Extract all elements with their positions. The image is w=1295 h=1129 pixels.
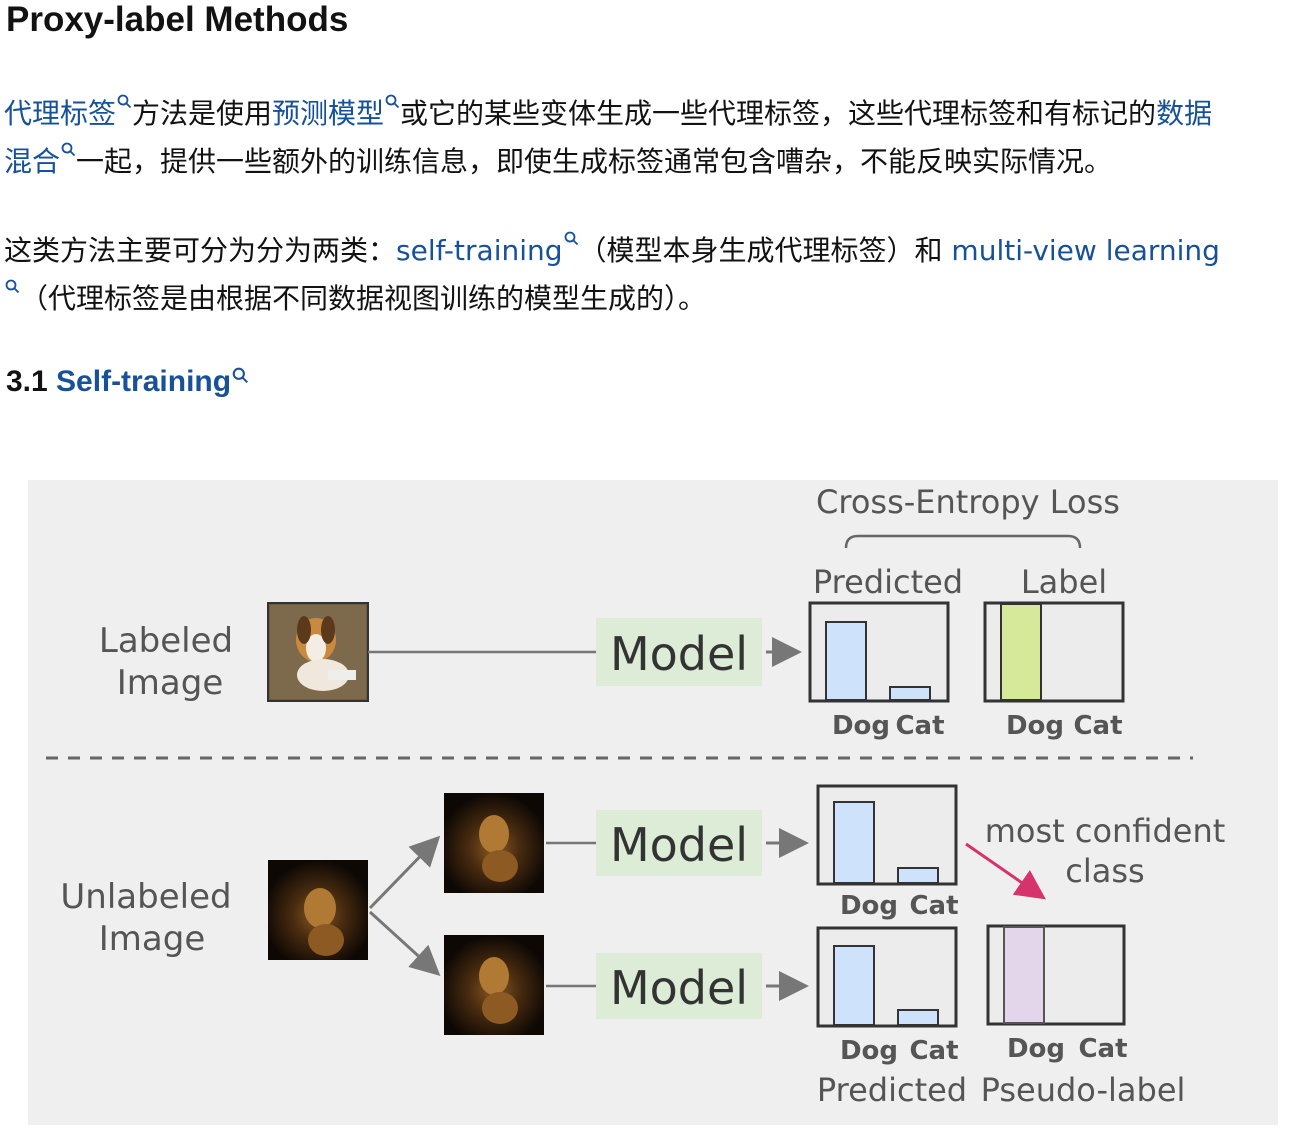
search-icon[interactable]	[564, 231, 579, 246]
label-label: Label	[1021, 563, 1107, 601]
paragraph-text: （代理标签是由根据不同数据视图训练的模型生成的）。	[20, 282, 707, 315]
unlabeled-dog-image	[268, 860, 368, 960]
page-title: Proxy-label Methods	[6, 0, 349, 39]
link-prediction-model[interactable]: 预测模型	[272, 97, 385, 130]
link-proxy-label[interactable]: 代理标签	[4, 97, 117, 130]
dog-label: Dog	[1006, 711, 1064, 741]
link-data-mix[interactable]: 数据混合	[4, 97, 1212, 178]
unlabeled-image-text: Unlabeled	[60, 877, 231, 917]
dog-label: Dog	[832, 711, 890, 741]
labeled-image-text: Labeled	[99, 621, 233, 661]
predicted-chart	[808, 601, 950, 703]
pseudo-label-text: Pseudo-label	[981, 1071, 1186, 1109]
predicted-bottom-label: Predicted	[817, 1071, 967, 1109]
paragraph-text: （模型本身生成代理标签）和	[578, 234, 952, 267]
search-icon[interactable]	[5, 279, 20, 294]
labeled-image-text: Image	[117, 663, 223, 703]
link-self-training-heading[interactable]: Self-training	[56, 365, 232, 398]
most-confident-text: class	[1065, 852, 1144, 890]
model-label: Model	[610, 627, 748, 681]
most-confident-text: most confident	[985, 812, 1226, 850]
search-icon[interactable]	[61, 142, 76, 157]
unlabeled-image-text: Image	[99, 919, 205, 959]
dog-label: Dog	[840, 891, 898, 921]
link-text: 数据	[1156, 97, 1213, 130]
model-box	[596, 618, 762, 686]
pink-arrow	[965, 842, 1046, 900]
bar-dog	[833, 801, 875, 884]
section-heading: 3.1 Self-training	[6, 365, 249, 399]
bar-dog-pseudo	[1003, 926, 1045, 1024]
paragraph-text: 或它的某些变体生成一些代理标签，这些代理标签和有标记的	[400, 97, 1157, 130]
cat-label: Cat	[1078, 1034, 1127, 1064]
arrow	[368, 910, 441, 977]
labeled-dog-image	[267, 602, 369, 702]
bar-cat	[889, 686, 931, 701]
cat-label: Cat	[909, 1036, 958, 1066]
bar-cat	[897, 1009, 939, 1026]
paragraph-text: 一起，提供一些额外的训练信息，即使生成标签通常包含嘈杂，不能反映实际情况。	[76, 145, 1113, 178]
paragraph-text: 方法是使用	[132, 97, 273, 130]
figure-svg: Cross-Entropy Loss Predicted Label Label…	[46, 483, 1226, 1109]
augmented-dog-image	[444, 935, 544, 1035]
label-chart	[983, 601, 1125, 703]
cross-entropy-label: Cross-Entropy Loss	[816, 483, 1120, 521]
cat-label: Cat	[1073, 711, 1122, 741]
paragraph-2: 这类方法主要可分为分为两类：self-training （模型本身生成代理标签）和…	[4, 227, 1294, 323]
predicted-label: Predicted	[813, 563, 963, 601]
search-icon[interactable]	[117, 94, 132, 109]
model-box	[596, 953, 762, 1019]
brace	[844, 534, 1082, 549]
link-multi-view-learning[interactable]: multi-view learning	[951, 234, 1220, 267]
dog-label: Dog	[1007, 1034, 1065, 1064]
arrow	[368, 835, 441, 910]
cat-label: Cat	[895, 711, 944, 741]
self-training-figure: Cross-Entropy Loss Predicted Label Label…	[28, 480, 1278, 1125]
bar-dog	[833, 945, 875, 1026]
paragraph-1: 代理标签方法是使用预测模型或它的某些变体生成一些代理标签，这些代理标签和有标记的…	[4, 90, 1294, 186]
search-icon[interactable]	[385, 94, 400, 109]
dog-label: Dog	[840, 1036, 898, 1066]
section-number: 3.1	[6, 365, 57, 398]
cat-label: Cat	[909, 891, 958, 921]
model-box	[596, 810, 762, 876]
predicted-chart	[816, 784, 958, 886]
bar-dog-label	[1000, 603, 1042, 701]
link-text: 混合	[4, 145, 61, 178]
search-icon[interactable]	[232, 367, 249, 384]
bar-dog	[825, 621, 867, 701]
model-label: Model	[610, 961, 748, 1015]
augmented-dog-image	[444, 793, 544, 893]
model-label: Model	[610, 818, 748, 872]
bar-cat	[897, 867, 939, 884]
predicted-chart	[816, 926, 958, 1028]
paragraph-text: 这类方法主要可分为分为两类：	[4, 234, 397, 267]
pseudo-label-chart	[986, 924, 1126, 1026]
link-self-training[interactable]: self-training	[396, 234, 563, 267]
